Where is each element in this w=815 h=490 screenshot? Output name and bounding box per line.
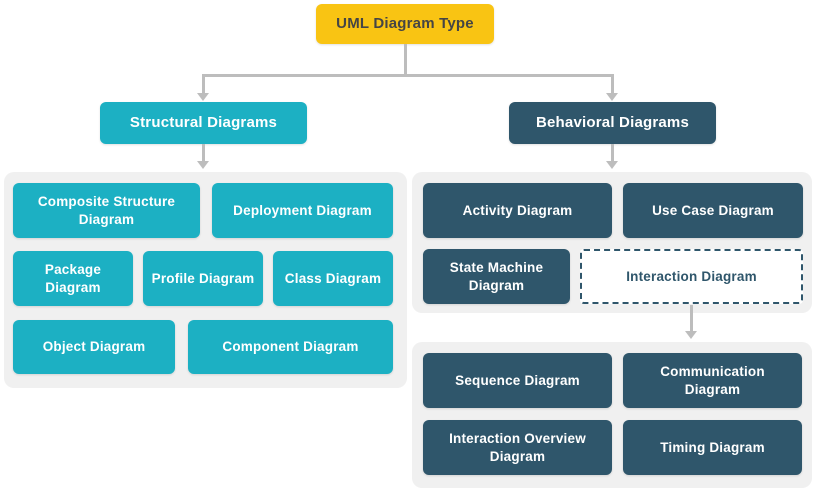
connector-interaction-group bbox=[690, 305, 693, 332]
node-profile-diagram: Profile Diagram bbox=[143, 251, 263, 306]
root-node-uml-diagram-type: UML Diagram Type bbox=[316, 4, 494, 44]
node-package-diagram: Package Diagram bbox=[13, 251, 133, 306]
node-label: Composite Structure Diagram bbox=[37, 193, 176, 227]
node-component-diagram: Component Diagram bbox=[188, 320, 393, 374]
node-state-machine-diagram: State Machine Diagram bbox=[423, 249, 570, 304]
behavioral-group: Activity Diagram Use Case Diagram State … bbox=[412, 172, 812, 313]
node-label: Object Diagram bbox=[42, 339, 146, 355]
node-sequence-diagram: Sequence Diagram bbox=[423, 353, 612, 408]
connector-root-stem bbox=[404, 44, 407, 75]
category-node-structural: Structural Diagrams bbox=[100, 102, 307, 144]
node-label: Package Diagram bbox=[44, 261, 102, 295]
node-timing-diagram: Timing Diagram bbox=[623, 420, 802, 475]
node-label: Profile Diagram bbox=[151, 270, 255, 286]
arrowhead-down-icon bbox=[606, 161, 618, 169]
arrowhead-down-icon bbox=[606, 93, 618, 101]
node-communication-diagram: Communication Diagram bbox=[623, 353, 802, 408]
node-object-diagram: Object Diagram bbox=[13, 320, 175, 374]
node-label: Interaction Overview Diagram bbox=[449, 430, 586, 464]
node-label: Deployment Diagram bbox=[233, 202, 372, 218]
connector-drop-structural bbox=[202, 74, 205, 94]
connector-drop-behavioral bbox=[611, 74, 614, 94]
node-use-case-diagram: Use Case Diagram bbox=[623, 183, 803, 238]
node-label: Timing Diagram bbox=[660, 439, 765, 455]
node-class-diagram: Class Diagram bbox=[273, 251, 393, 306]
node-label: State Machine Diagram bbox=[449, 259, 544, 293]
connector-branch-bar bbox=[202, 74, 614, 77]
category-node-behavioral: Behavioral Diagrams bbox=[509, 102, 716, 144]
interaction-group: Sequence Diagram Communication Diagram I… bbox=[412, 342, 812, 488]
node-label: Sequence Diagram bbox=[455, 372, 580, 388]
node-interaction-diagram: Interaction Diagram bbox=[580, 249, 803, 304]
arrowhead-down-icon bbox=[197, 161, 209, 169]
arrowhead-down-icon bbox=[685, 331, 697, 339]
node-activity-diagram: Activity Diagram bbox=[423, 183, 612, 238]
node-label: Class Diagram bbox=[284, 270, 382, 286]
node-composite-structure-diagram: Composite Structure Diagram bbox=[13, 183, 200, 238]
category-structural-label: Structural Diagrams bbox=[129, 114, 278, 132]
node-label: Communication Diagram bbox=[660, 363, 765, 397]
category-behavioral-label: Behavioral Diagrams bbox=[535, 114, 690, 132]
arrowhead-down-icon bbox=[197, 93, 209, 101]
structural-group: Composite Structure Diagram Deployment D… bbox=[4, 172, 407, 388]
node-label: Use Case Diagram bbox=[652, 202, 774, 218]
node-deployment-diagram: Deployment Diagram bbox=[212, 183, 393, 238]
root-node-label: UML Diagram Type bbox=[336, 15, 474, 33]
connector-structural-group bbox=[202, 144, 205, 162]
node-label: Activity Diagram bbox=[462, 202, 573, 218]
connector-behavioral-group bbox=[611, 144, 614, 162]
node-label: Component Diagram bbox=[222, 339, 359, 355]
node-label: Interaction Diagram bbox=[626, 268, 757, 284]
node-interaction-overview-diagram: Interaction Overview Diagram bbox=[423, 420, 612, 475]
